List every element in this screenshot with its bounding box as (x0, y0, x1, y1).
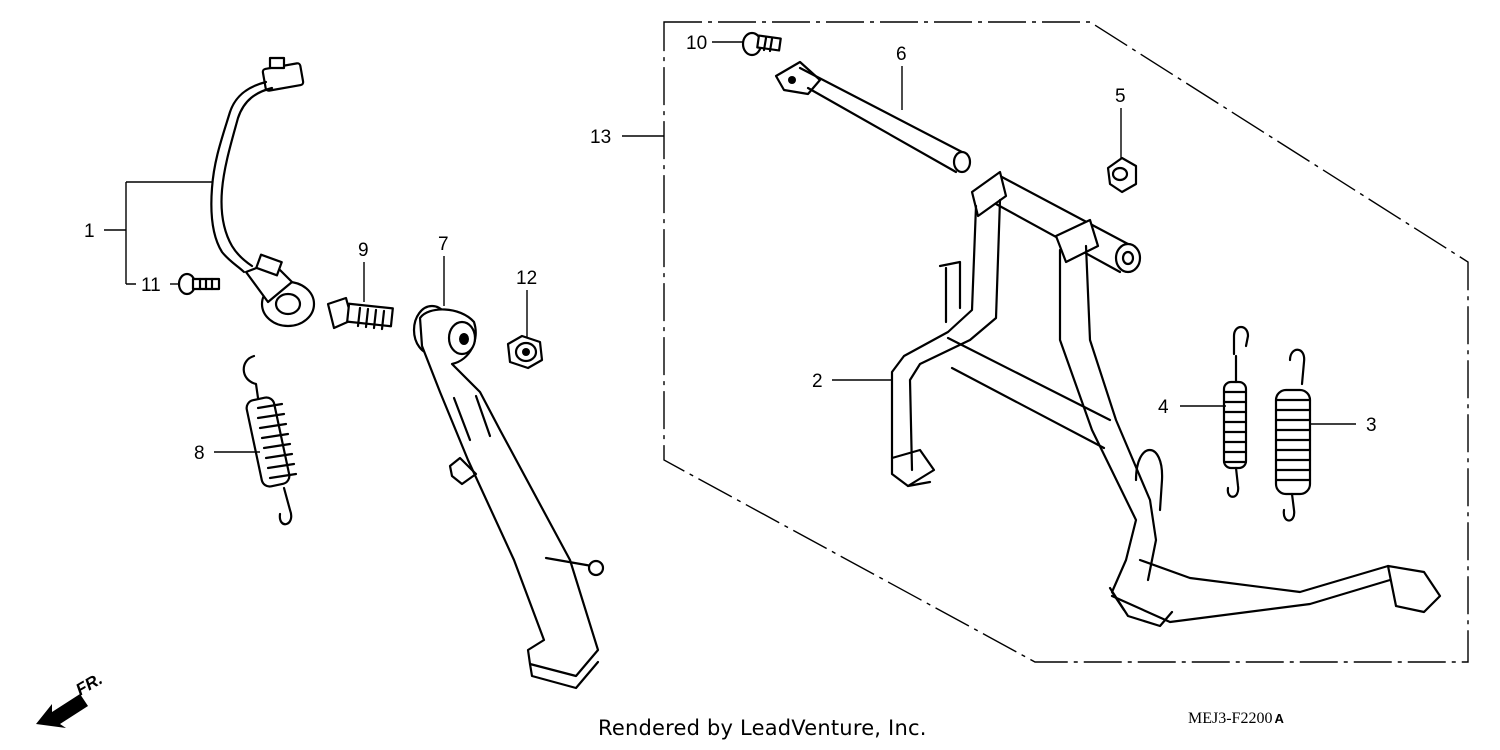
callout-9: 9 (358, 240, 369, 261)
part-5-nut[interactable] (1106, 156, 1138, 194)
part-4-spring[interactable] (1222, 325, 1250, 498)
diagram-code-suffix: A (1274, 711, 1284, 726)
callout-labels: 1 11 8 9 7 12 10 6 5 13 2 4 3 (84, 33, 1377, 464)
leader-lines (104, 41, 1356, 453)
front-direction-indicator: FR. (36, 669, 106, 728)
callout-6: 6 (896, 44, 907, 65)
part-12-nut[interactable] (506, 334, 544, 370)
callout-12: 12 (516, 268, 537, 289)
callout-1: 1 (84, 221, 95, 242)
kit-boundary-13 (663, 21, 1469, 663)
callout-5: 5 (1115, 86, 1126, 107)
part-9-pivot-bolt[interactable] (326, 296, 394, 331)
part-3-spring[interactable] (1274, 348, 1312, 522)
part-1-side-stand-switch[interactable] (210, 56, 316, 328)
callout-2: 2 (812, 371, 823, 392)
callout-10: 10 (686, 33, 707, 54)
callout-13: 13 (590, 127, 611, 148)
diagram-code-main: MEJ3-F2200 (1188, 710, 1273, 727)
part-10-bolt[interactable] (741, 31, 782, 57)
part-8-spring[interactable] (242, 354, 298, 526)
front-direction-label: FR. (73, 669, 106, 699)
part-11-bolt[interactable] (177, 272, 221, 296)
callout-8: 8 (194, 443, 205, 464)
render-credit: Rendered by LeadVenture, Inc. (598, 716, 927, 740)
part-6-pivot-shaft[interactable] (774, 60, 972, 174)
front-arrow-icon (36, 694, 88, 728)
part-7-side-stand[interactable] (412, 304, 605, 690)
callout-3: 3 (1366, 415, 1377, 436)
part-2-main-stand[interactable] (890, 170, 1442, 628)
callout-4: 4 (1158, 397, 1169, 418)
callout-7: 7 (438, 234, 449, 255)
callout-11: 11 (141, 275, 161, 296)
